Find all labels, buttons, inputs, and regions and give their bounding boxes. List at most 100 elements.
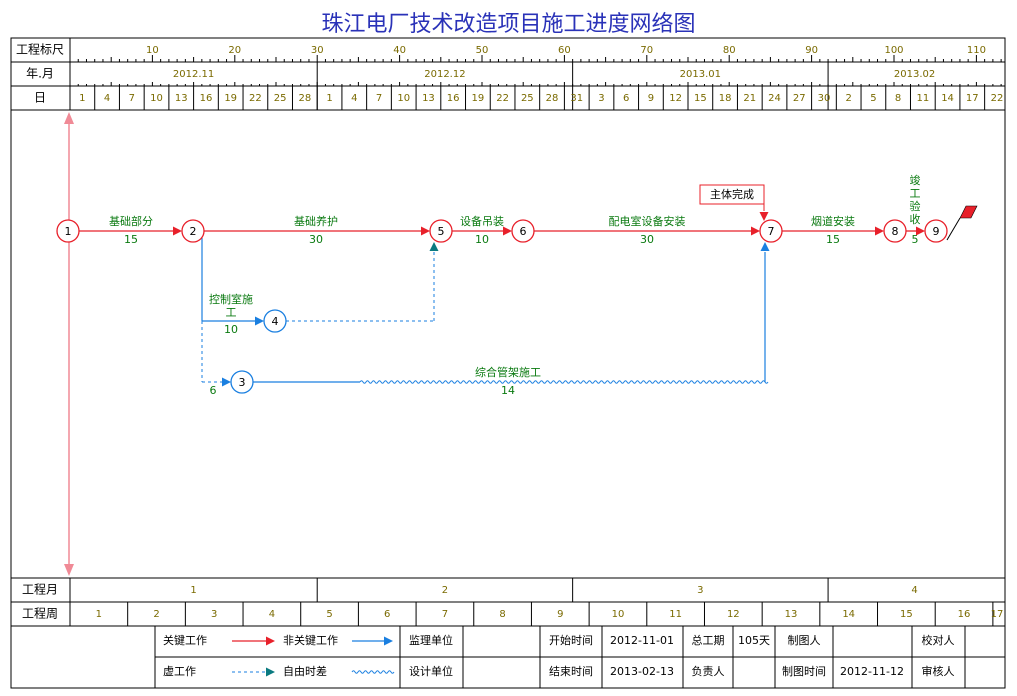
day-label: 22 [496, 93, 509, 104]
end-time-value: 2013-02-13 [610, 665, 674, 678]
day-row-label: 日 [34, 91, 46, 105]
node-6 [511, 219, 535, 243]
day-label: 27 [793, 93, 806, 104]
project-week-value: 4 [269, 609, 275, 620]
node-1-label: 1 [65, 225, 72, 238]
day-label: 2 [845, 93, 851, 104]
node-4 [263, 309, 287, 333]
month-label: 2013.02 [894, 69, 935, 80]
legend-designer-label: 设计单位 [409, 664, 453, 678]
project-week-value: 15 [900, 609, 913, 620]
day-label: 10 [150, 93, 163, 104]
day-label: 24 [768, 93, 781, 104]
month-label: 2013.01 [680, 69, 721, 80]
reviewer-label: 审核人 [922, 664, 955, 678]
day-label: 14 [941, 93, 954, 104]
draw-time-label: 制图时间 [782, 665, 826, 678]
ruler-tick-label: 10 [146, 45, 159, 56]
legend-noncritical-arrow [384, 636, 393, 646]
project-week-value: 8 [499, 609, 505, 620]
task-6-7-duration: 30 [640, 233, 654, 246]
project-week-value: 5 [326, 609, 332, 620]
ruler-tick-label: 60 [558, 45, 571, 56]
task-2-4-name: 控制室施 [209, 292, 253, 306]
ruler-tick-label: 20 [228, 45, 241, 56]
task-2-5-name: 基础养护 [294, 214, 338, 228]
legend-dummy-arrow [266, 667, 275, 677]
legend-float-label: 自由时差 [283, 664, 327, 678]
critical-arrow-6-7 [751, 226, 760, 236]
page-title: 珠江电厂技术改造项目施工进度网络图 [321, 12, 696, 37]
day-label: 31 [570, 93, 583, 104]
day-label: 19 [224, 93, 237, 104]
day-label: 28 [546, 93, 559, 104]
task-3-7-name: 综合管架施工 [475, 365, 541, 379]
day-label: 17 [966, 93, 979, 104]
task-5-6-name: 设备吊装 [460, 214, 504, 228]
month-label: 2012.11 [173, 69, 214, 80]
task-6-7-name: 配电室设备安装 [609, 214, 686, 228]
outer-frame [10, 37, 1006, 689]
critical-arrow-7-8 [875, 226, 884, 236]
day-label: 12 [669, 93, 682, 104]
owner-label: 负责人 [692, 664, 725, 678]
node-9-label: 9 [933, 225, 940, 238]
arrow-3-7 [760, 242, 770, 251]
day-label: 30 [818, 93, 831, 104]
legend-critical-label: 关键工作 [163, 633, 207, 647]
legend-float-wave [351, 670, 395, 674]
critical-arrow-1-2 [173, 226, 182, 236]
start-time-value: 2012-11-01 [610, 634, 674, 647]
ruler-tick-label: 70 [640, 45, 653, 56]
node-7-label: 7 [768, 225, 775, 238]
day-label: 22 [249, 93, 262, 104]
axis-arrow-down [64, 564, 74, 576]
day-label: 13 [422, 93, 435, 104]
month-label: 2012.12 [424, 69, 465, 80]
task-8-9-duration: 5 [912, 233, 919, 246]
day-label: 25 [274, 93, 287, 104]
day-label: 18 [719, 93, 732, 104]
project-week-value: 14 [842, 609, 855, 620]
milestone-box [699, 184, 765, 205]
ruler-tick-label: 30 [311, 45, 324, 56]
task-7-8-duration: 15 [826, 233, 840, 246]
day-label: 8 [895, 93, 901, 104]
day-label: 7 [376, 93, 382, 104]
project-week-value: 3 [211, 609, 217, 620]
day-label: 4 [104, 93, 110, 104]
node-7 [759, 219, 783, 243]
critical-arrow-2-5 [421, 226, 430, 236]
arrow-2-3 [222, 377, 231, 387]
day-label: 1 [79, 93, 85, 104]
day-label: 10 [397, 93, 410, 104]
project-week-value: 17 [991, 609, 1004, 620]
day-label: 16 [200, 93, 213, 104]
legend-critical-arrow [266, 636, 275, 646]
task-2-3-duration: 6 [210, 384, 217, 397]
ruler-row-label: 工程标尺 [16, 42, 64, 57]
milestone-label: 主体完成 [710, 187, 754, 201]
day-label: 6 [623, 93, 629, 104]
task-2-4-duration: 10 [224, 323, 238, 336]
day-label: 7 [129, 93, 135, 104]
critical-arrow-8-9 [916, 226, 925, 236]
task-8-9-name: 竣工验收 [910, 173, 921, 226]
project-week-value: 12 [727, 609, 740, 620]
node-2-label: 2 [190, 225, 197, 238]
node-5 [429, 219, 453, 243]
project-month-label: 工程月 [22, 582, 58, 597]
total-duration-label: 总工期 [692, 633, 725, 647]
day-label: 28 [298, 93, 311, 104]
node-2 [181, 219, 205, 243]
project-week-value: 7 [442, 609, 448, 620]
task-1-2-duration: 15 [124, 233, 138, 246]
project-week-value: 9 [557, 609, 563, 620]
day-label: 5 [870, 93, 876, 104]
day-label: 25 [521, 93, 534, 104]
draw-time-value: 2012-11-12 [840, 665, 904, 678]
milestone-arrow [759, 212, 769, 221]
checker-label: 校对人 [922, 633, 955, 647]
node-5-label: 5 [438, 225, 445, 238]
